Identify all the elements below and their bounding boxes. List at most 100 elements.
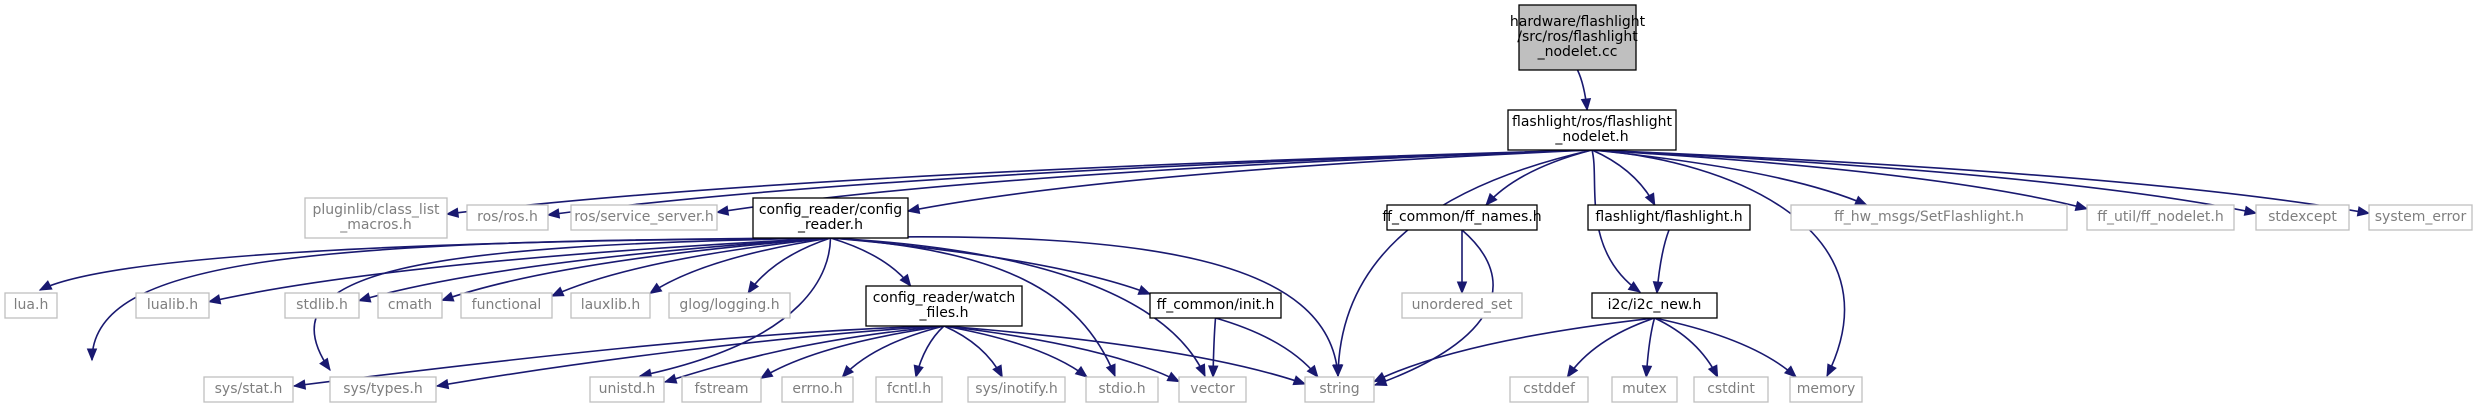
- edge-config-reader-to-lualib-h-arrowhead: [207, 294, 222, 305]
- node-box: [1611, 376, 1678, 403]
- edge-watch-files-to-fstream-arrowhead: [759, 367, 774, 379]
- edge-watch-files-to-fstream: [759, 325, 945, 379]
- edge-nodelet-h-to-pluginlib-line: [446, 149, 1593, 215]
- edge-config-reader-to-lua-h-arrowhead: [38, 280, 53, 291]
- edge-i2c-new-to-string-line: [1373, 317, 1655, 383]
- node-lauxlib-h: lauxlib.h: [570, 292, 651, 319]
- edge-watch-files-to-sys-inotify-arrowhead: [992, 364, 1003, 379]
- node-box: [781, 376, 854, 403]
- node-ff-names[interactable]: ff_common/ff_names.h: [1382, 204, 1542, 231]
- node-label: cstdint: [1707, 381, 1755, 397]
- edge-nodelet-h-to-pluginlib: [445, 149, 1593, 218]
- node-stdexcept: stdexcept: [2255, 204, 2350, 231]
- node-label: unistd.h: [599, 381, 656, 397]
- dependency-edges: [38, 69, 2371, 390]
- edge-root-to-nodelet-h: [1576, 69, 1592, 112]
- edge-watch-files-to-fstream-line: [760, 325, 945, 379]
- node-nodelet-h[interactable]: flashlight/ros/flashlight_nodelet.h: [1507, 109, 1677, 151]
- edge-watch-files-to-sys-types-arrowhead: [435, 378, 450, 390]
- node-label: hardware/flashlight: [1510, 14, 1646, 30]
- node-stdio-h: stdio.h: [1085, 376, 1159, 403]
- edge-config-reader-to-cmath-arrowhead: [440, 291, 455, 302]
- node-init-h[interactable]: ff_common/init.h: [1149, 292, 1282, 319]
- node-label: errno.h: [792, 381, 842, 397]
- node-box: [377, 292, 443, 319]
- node-label: cmath: [388, 297, 432, 313]
- node-fcntl-h: fcntl.h: [875, 376, 943, 403]
- node-label: system_error: [2375, 209, 2467, 225]
- edge-nodelet-h-to-system-error: [1591, 149, 2371, 217]
- edge-watch-files-to-errno-h: [841, 325, 945, 378]
- node-functional: functional: [460, 292, 553, 319]
- edge-watch-files-to-unistd-h-arrowhead: [663, 373, 678, 384]
- edge-watch-files-to-sys-inotify: [943, 325, 1003, 379]
- edge-config-reader-to-cmath: [440, 237, 831, 302]
- edge-config-reader-to-stdlib-h: [357, 237, 831, 303]
- node-box: [1304, 376, 1375, 403]
- edge-watch-files-to-sys-stat-line: [293, 325, 945, 387]
- node-label: memory: [1797, 381, 1856, 397]
- node-box: [865, 285, 1023, 327]
- edge-config-reader-to-unistd-h-line: [639, 237, 832, 377]
- node-service-server: ros/service_server.h: [570, 204, 718, 231]
- edge-config-reader-to-watch-files: [830, 237, 912, 288]
- node-box: [681, 376, 762, 403]
- edge-config-reader-to-stdio-h-line: [830, 237, 1116, 377]
- node-pluginlib: pluginlib/class_list_macros.h: [304, 197, 448, 239]
- node-box: [1587, 204, 1751, 231]
- node-glog: glog/logging.h: [668, 292, 791, 319]
- node-label: ff_util/ff_nodelet.h: [2097, 209, 2223, 225]
- edge-i2c-new-to-cstddef: [1566, 317, 1655, 379]
- node-box: [589, 376, 665, 403]
- node-label: fcntl.h: [887, 381, 931, 397]
- node-flashlight-h[interactable]: flashlight/flashlight.h: [1587, 204, 1751, 231]
- node-watch-files[interactable]: config_reader/watch_files.h: [865, 285, 1023, 327]
- node-set-flashlight: ff_hw_msgs/SetFlashlight.h: [1790, 204, 2068, 231]
- node-sys-types: sys/types.h: [329, 376, 437, 403]
- node-root[interactable]: hardware/flashlight/src/ros/flashlight_n…: [1510, 4, 1646, 71]
- node-label: config_reader/config: [759, 202, 902, 218]
- edge-nodelet-h-to-config-reader-arrowhead: [906, 203, 921, 215]
- node-box: [1509, 376, 1589, 403]
- node-box: [2086, 204, 2235, 231]
- edge-root-to-nodelet-h-arrowhead: [1580, 97, 1592, 112]
- node-i2c-new[interactable]: i2c/i2c_new.h: [1591, 292, 1718, 319]
- edge-watch-files-to-string-arrowhead: [1292, 375, 1307, 386]
- edge-watch-files-to-string-line: [943, 325, 1306, 385]
- edge-flashlight-h-to-i2c-new: [1652, 229, 1670, 295]
- node-string: string: [1304, 376, 1375, 403]
- edge-nodelet-h-to-stdexcept-arrowhead: [2243, 205, 2258, 216]
- edge-config-reader-to-string-arrowhead: [1331, 364, 1343, 378]
- node-box: [752, 197, 909, 239]
- node-label: config_reader/watch: [873, 290, 1016, 306]
- node-label: flashlight/flashlight.h: [1595, 209, 1742, 225]
- edge-init-h-to-string-arrowhead: [1306, 364, 1319, 379]
- node-box: [1507, 109, 1677, 151]
- edge-init-h-to-vector-arrowhead: [1208, 365, 1219, 379]
- node-box: [1518, 4, 1637, 71]
- node-lua-h: lua.h: [4, 292, 58, 319]
- edge-config-reader-to-sys-types-line: [313, 237, 831, 371]
- edge-nodelet-h-to-ff-nodelet-line: [1591, 149, 2088, 210]
- node-fstream: fstream: [681, 376, 762, 403]
- node-ros-h: ros/ros.h: [466, 204, 549, 231]
- edge-nodelet-h-to-pluginlib-arrowhead: [445, 207, 460, 218]
- edge-watch-files-to-stdio-h: [943, 325, 1089, 378]
- edge-i2c-new-to-memory: [1654, 317, 1797, 378]
- node-config-reader[interactable]: config_reader/config_reader.h: [752, 197, 909, 239]
- node-label: _files.h: [919, 305, 969, 321]
- edge-nodelet-h-to-flashlight-h-arrowhead: [1644, 192, 1656, 207]
- edge-watch-files-to-sys-stat-arrowhead: [292, 379, 307, 390]
- edge-config-reader-to-stdlib-h-arrowhead: [357, 292, 372, 303]
- edge-watch-files-to-string: [943, 325, 1307, 386]
- node-label: fstream: [695, 381, 749, 397]
- edge-nodelet-h-to-service-server-arrowhead: [715, 205, 730, 216]
- node-label: ff_hw_msgs/SetFlashlight.h: [1834, 209, 2024, 225]
- edge-config-reader-to-init-h-arrowhead: [1137, 285, 1152, 295]
- node-label: ff_common/ff_names.h: [1382, 209, 1541, 225]
- node-cstdint: cstdint: [1693, 376, 1769, 403]
- node-label: _nodelet.h: [1554, 129, 1628, 145]
- edge-watch-files-to-errno-h-arrowhead: [841, 364, 855, 378]
- node-label: cstddef: [1523, 381, 1576, 397]
- node-sys-stat: sys/stat.h: [203, 376, 294, 403]
